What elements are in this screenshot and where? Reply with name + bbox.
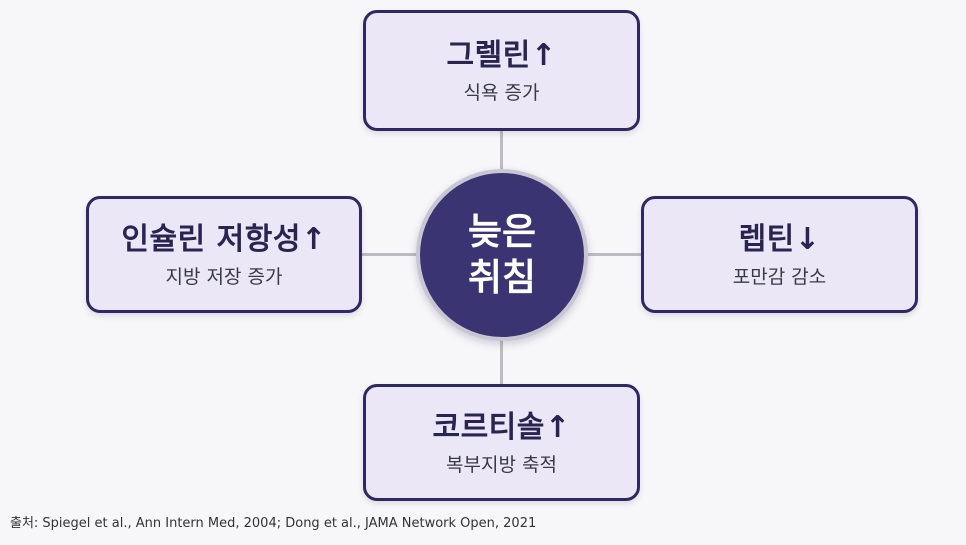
node-ghrelin: 그렐린↑ 식욕 증가 xyxy=(363,10,640,131)
connector-left xyxy=(361,253,419,256)
node-leptin-desc: 포만감 감소 xyxy=(732,265,827,288)
node-cortisol: 코르티솔↑ 복부지방 축적 xyxy=(363,384,640,501)
connector-top xyxy=(500,130,503,172)
node-leptin-title: 렙틴↓ xyxy=(738,221,821,257)
node-insulin-resistance-title: 인슐린 저항성↑ xyxy=(121,221,327,257)
center-node-line2: 취침 xyxy=(467,256,537,299)
connector-right xyxy=(585,253,643,256)
node-ghrelin-desc: 식욕 증가 xyxy=(463,81,540,104)
source-citation: 출처: Spiegel et al., Ann Intern Med, 2004… xyxy=(10,516,537,531)
node-cortisol-desc: 복부지방 축적 xyxy=(446,453,557,476)
center-node-late-bedtime: 늦은 취침 xyxy=(416,169,588,341)
connector-bottom xyxy=(500,338,503,385)
node-leptin: 렙틴↓ 포만감 감소 xyxy=(641,196,918,313)
node-ghrelin-title: 그렐린↑ xyxy=(446,37,557,73)
node-cortisol-title: 코르티솔↑ xyxy=(432,409,571,445)
node-insulin-resistance-desc: 지방 저장 증가 xyxy=(165,265,283,288)
node-insulin-resistance: 인슐린 저항성↑ 지방 저장 증가 xyxy=(86,196,362,313)
center-node-line1: 늦은 xyxy=(467,210,537,253)
